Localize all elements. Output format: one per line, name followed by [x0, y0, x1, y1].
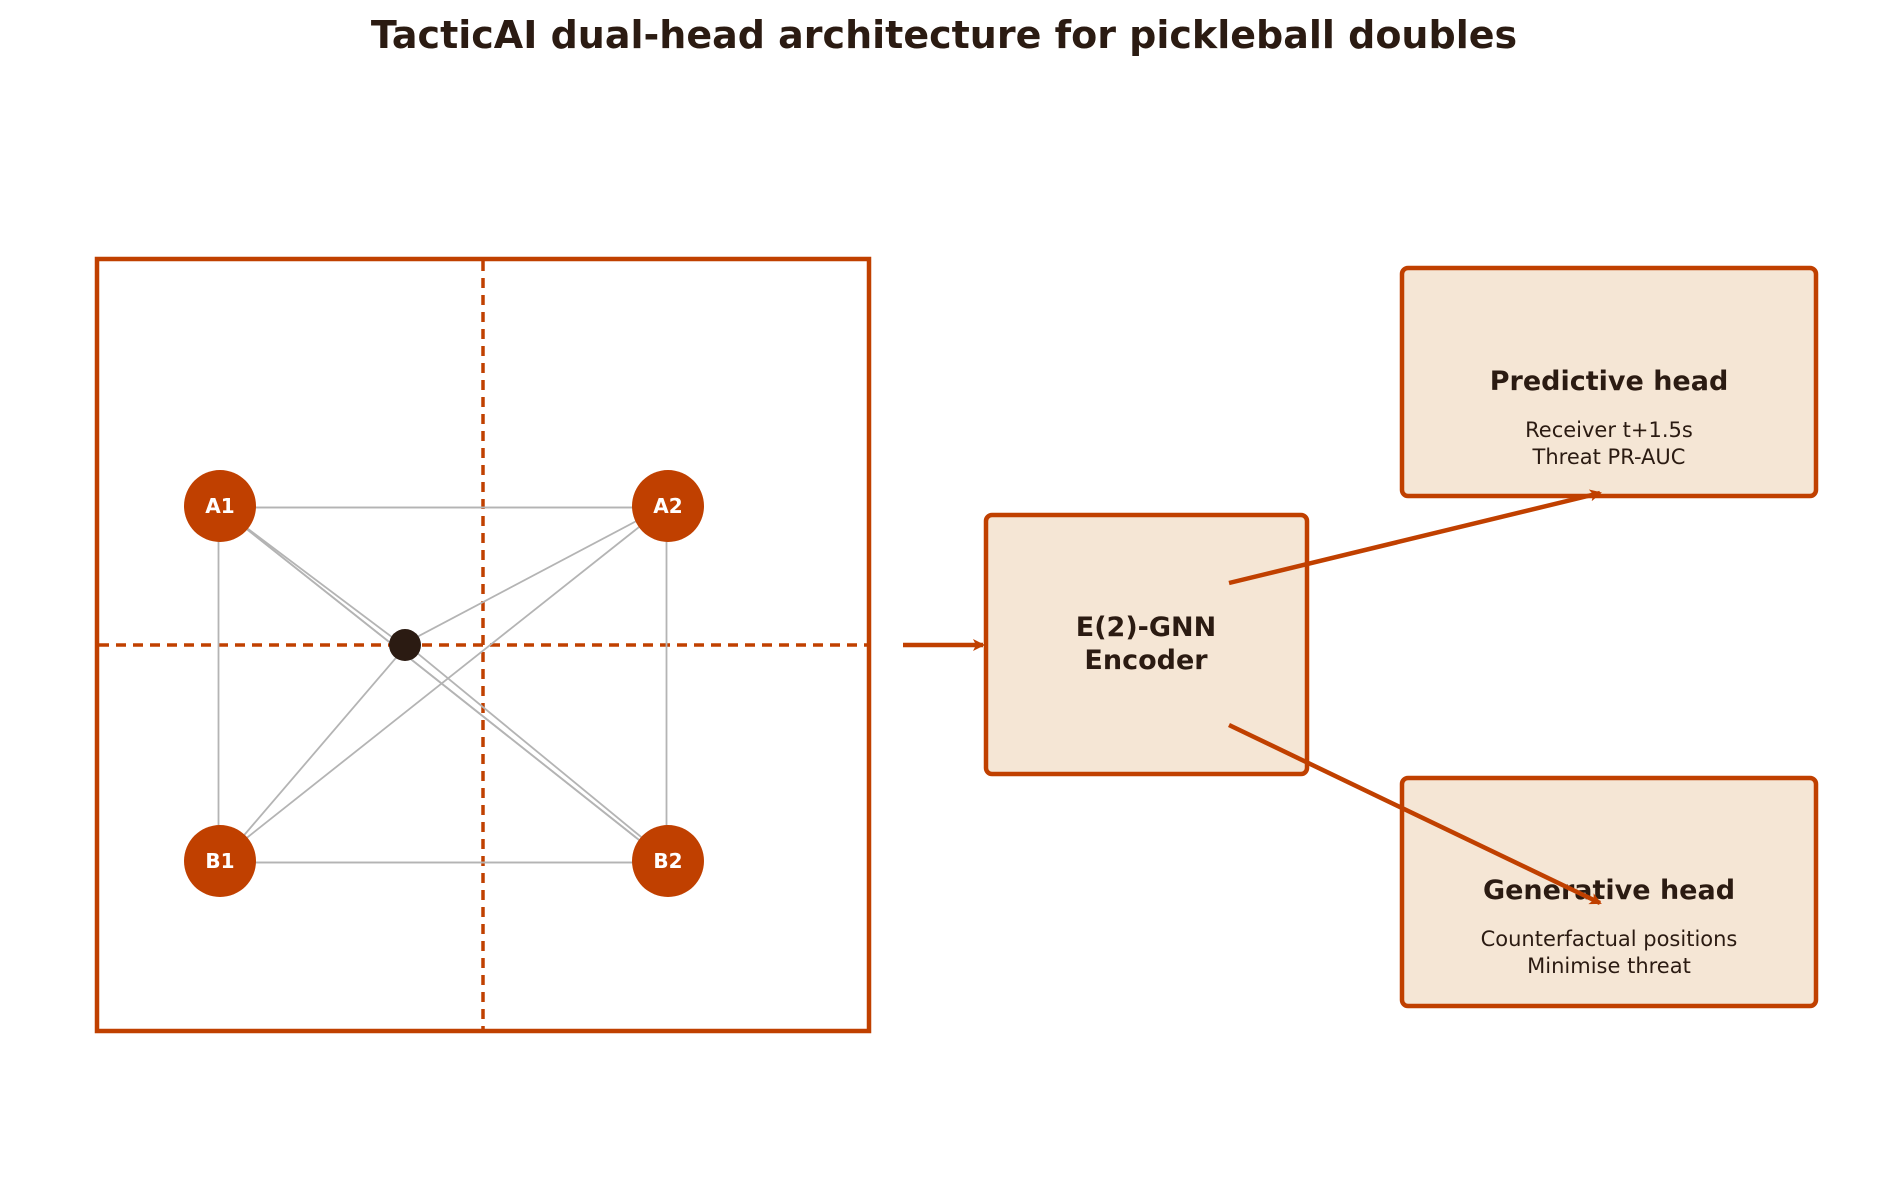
graph-edge-a2-ball — [404, 503, 668, 644]
predictive-head-line1: Receiver t+1.5s — [1525, 418, 1693, 442]
player-label: A2 — [653, 494, 682, 518]
graph-edge-a2-b1 — [219, 504, 668, 860]
ball-icon — [389, 629, 421, 661]
graph-edge-a1-ball — [218, 506, 404, 646]
encoder-rect — [983, 512, 1310, 777]
player-circle — [184, 825, 256, 897]
encoder-label-line2: Encoder — [1084, 645, 1208, 676]
encoder-box: E(2)-GNN Encoder — [983, 512, 1310, 777]
predictive-head-title: Predictive head — [1490, 366, 1729, 397]
player-node-a1: A1 — [184, 470, 256, 542]
player-node-b2: B2 — [632, 825, 704, 897]
graph-edge-ball-b1 — [221, 645, 407, 862]
player-circle — [184, 470, 256, 542]
predictive-head-box: Predictive head Receiver t+1.5s Threat P… — [1399, 265, 1819, 499]
player-circle — [632, 825, 704, 897]
diagram-title: TacticAI dual-head architecture for pick… — [371, 13, 1517, 57]
court-boundary — [94, 256, 872, 1034]
encoder-to-generative-arrow — [1228, 722, 1602, 906]
player-label: A1 — [205, 494, 234, 518]
encoder-label-line1: E(2)-GNN — [1076, 612, 1216, 643]
player-label: B1 — [205, 849, 234, 873]
generative-head-line1: Counterfactual positions — [1481, 927, 1738, 951]
court — [94, 256, 872, 1034]
predictive-head-rect — [1399, 265, 1819, 499]
predictive-head-line2: Threat PR-AUC — [1532, 445, 1686, 469]
encoder-to-predictive-arrow — [1228, 489, 1602, 586]
graph-edge-ball-b2 — [405, 643, 669, 860]
generative-head-rect — [1399, 775, 1819, 1009]
player-circle — [632, 470, 704, 542]
player-node-a2: A2 — [632, 470, 704, 542]
graph-edge-b2-a1 — [219, 507, 668, 863]
player-node-b1: B1 — [184, 825, 256, 897]
player-graph-edges — [219, 505, 669, 863]
generative-head-line2: Minimise threat — [1527, 954, 1691, 978]
generative-head-box: Generative head Counterfactual positions… — [1399, 775, 1819, 1009]
generative-head-title: Generative head — [1483, 875, 1735, 906]
player-label: B2 — [653, 849, 682, 873]
